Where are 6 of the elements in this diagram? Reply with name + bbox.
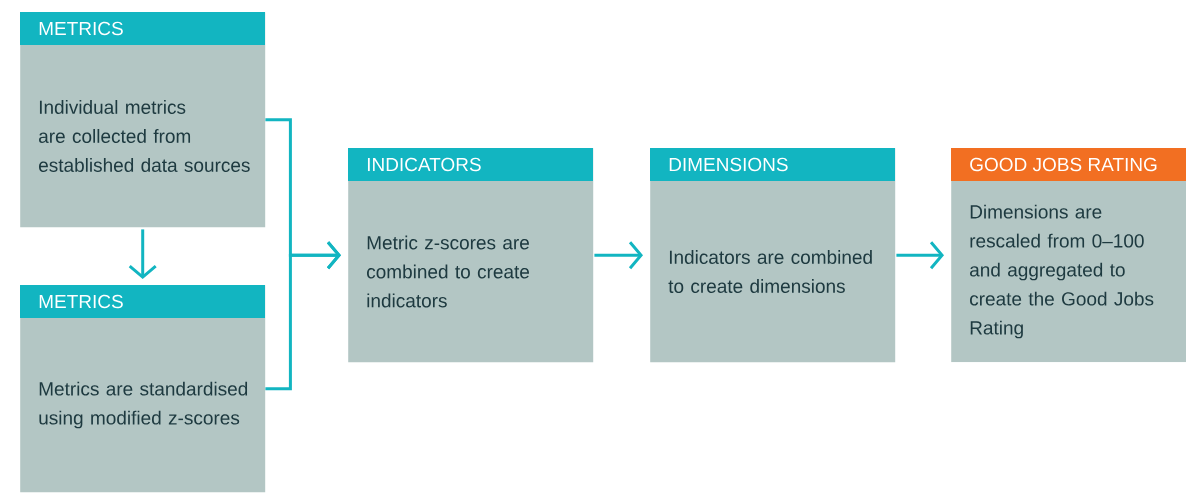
process-box: GOOD JOBS RATING Dimensions are rescaled from 0–100 and aggregated to create the Good Jobs Rating — [951, 148, 1186, 363]
process-box: METRICS Individual metrics are collected from established data sources — [20, 12, 266, 228]
process-box: INDICATORS Metric z-scores are combined to create indicators — [348, 148, 594, 363]
process-box: METRICS Metrics are standardised using modified z-scores — [20, 285, 266, 493]
arrow — [265, 241, 341, 391]
process-box: DIMENSIONS Indicators are combined to create dimensions — [650, 148, 896, 363]
